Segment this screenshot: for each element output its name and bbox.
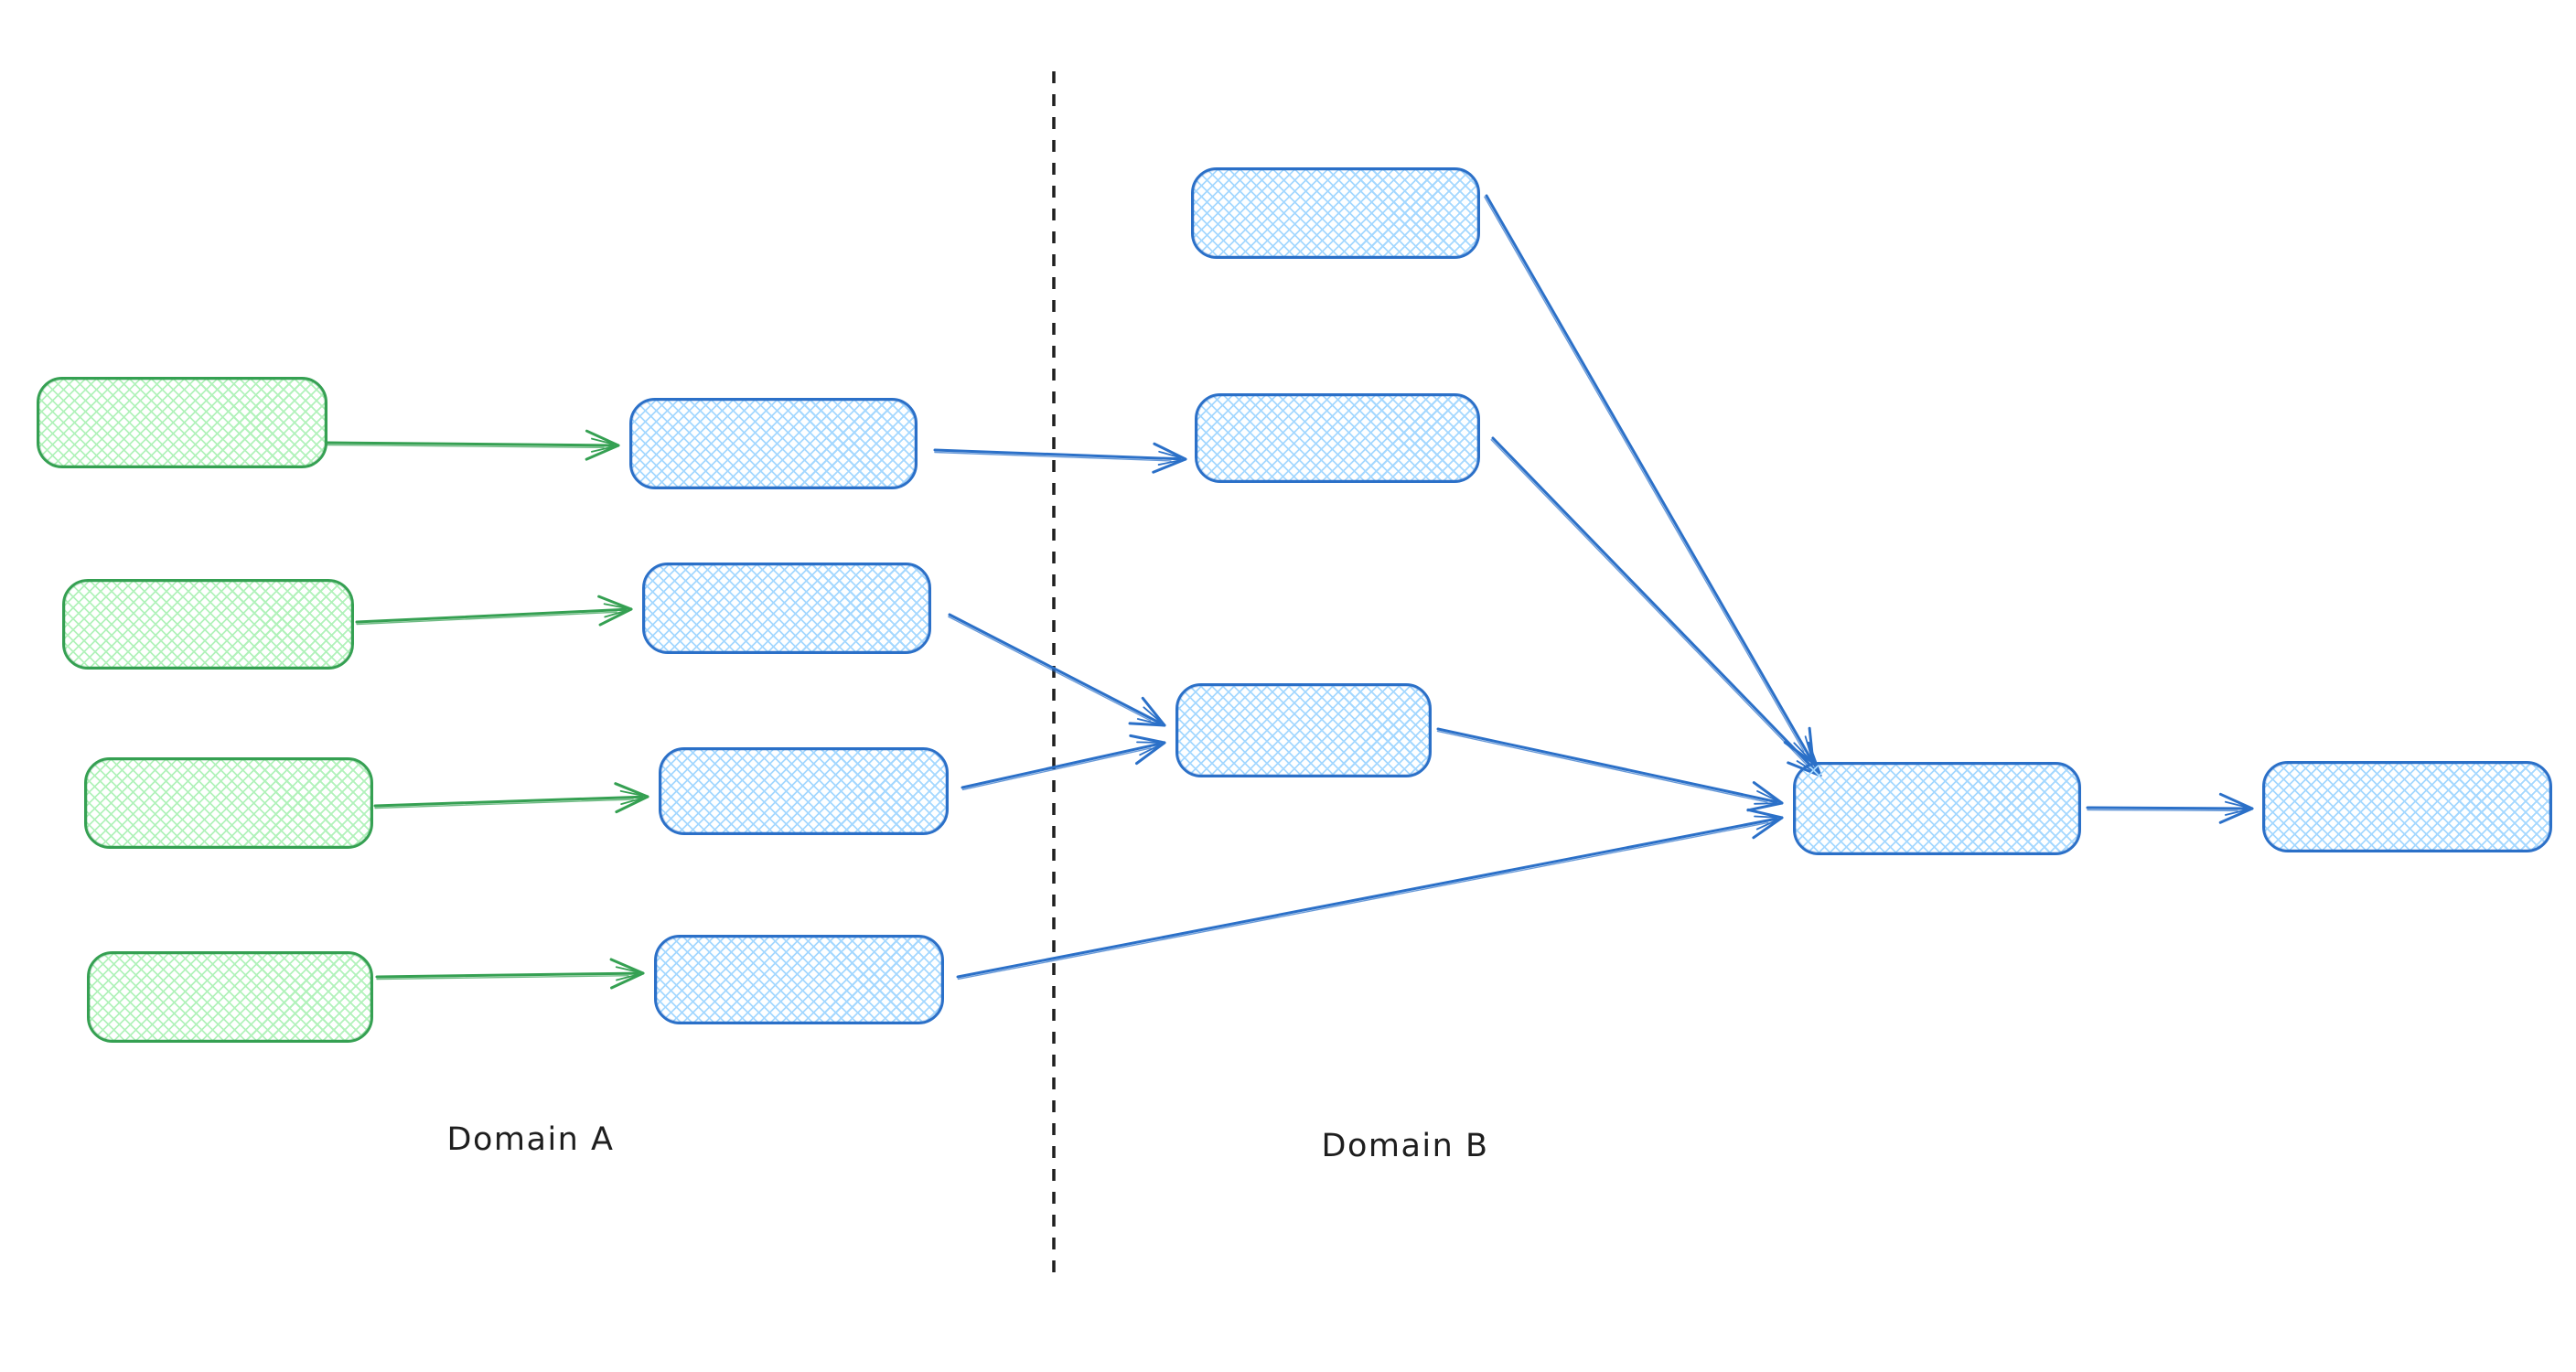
b-output-node[interactable]: [2262, 761, 2552, 852]
edge-a-process-4-b-aggregator: [956, 808, 1784, 981]
a-source-4-node[interactable]: [87, 951, 373, 1043]
edge-a-source-4-a-process-4: [375, 958, 645, 990]
a-source-2-node[interactable]: [62, 579, 354, 670]
a-source-3-node[interactable]: [84, 757, 373, 849]
domain-b-label[interactable]: Domain B: [1321, 1128, 1489, 1164]
b-node-2-node[interactable]: [1195, 393, 1480, 483]
domain-a-label[interactable]: Domain A: [446, 1121, 615, 1158]
edge-b-aggregator-b-output: [2086, 792, 2254, 824]
edge-a-source-1-a-process-1: [326, 429, 620, 461]
a-source-1-node[interactable]: [37, 377, 327, 468]
edge-b-node-1-b-aggregator: [1484, 194, 1815, 765]
edge-a-source-2-a-process-2: [355, 595, 633, 627]
edge-b-node-2-b-aggregator: [1490, 436, 1822, 777]
edge-a-source-3-a-process-3: [373, 782, 649, 814]
edge-a-process-2-b-node-3: [948, 613, 1166, 727]
a-process-2-node[interactable]: [642, 563, 931, 654]
edge-a-process-3-b-node-3: [961, 734, 1166, 791]
b-aggregator-node[interactable]: [1793, 762, 2081, 855]
a-process-4-node[interactable]: [654, 935, 944, 1024]
edge-a-process-1-b-node-2: [933, 442, 1187, 474]
b-node-1-node[interactable]: [1191, 167, 1480, 259]
b-node-3-node[interactable]: [1175, 683, 1432, 777]
a-process-1-node[interactable]: [629, 398, 918, 489]
a-process-3-node[interactable]: [659, 747, 949, 835]
edge-b-node-3-b-aggregator: [1436, 727, 1784, 812]
